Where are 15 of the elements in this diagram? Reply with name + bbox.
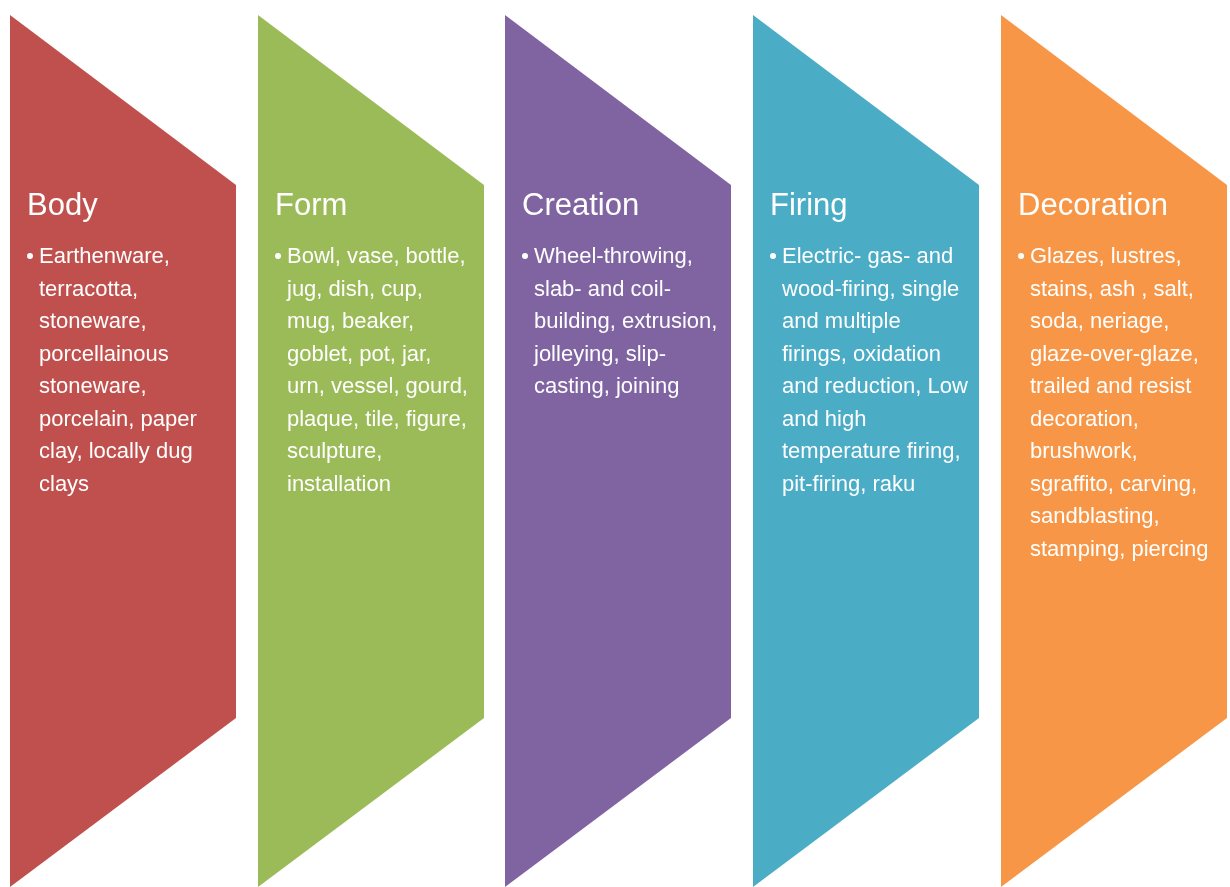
step-heading: Creation: [522, 187, 640, 223]
chevron-step: [753, 15, 979, 887]
step-heading: Firing: [770, 187, 848, 223]
step-description: Electric- gas- and wood-firing, single and multiple firings, oxidation and reduction, Low and high temperature firing, pit-firing, raku: [782, 242, 969, 498]
step-description: Earthenware, terracotta, stoneware, porcellainous stoneware, porcelain, paper clay, locally dug clays: [39, 242, 198, 498]
step-description: Glazes, lustres, stains, ash , salt, soda, neriage, glaze-over-glaze, trailed and resist decoration, brushwork, sgraffito, carving, sandblasting, stamping, piercing: [1030, 242, 1210, 563]
step-heading: Form: [275, 187, 348, 223]
chevron-step: [258, 15, 484, 887]
step-description: Bowl, vase, bottle, jug, dish, cup, mug, beaker, goblet, pot, jar, urn, vessel, gourd, plaque, tile, figure, sculpture, installation: [287, 242, 469, 498]
chevron-step: [505, 15, 731, 887]
step-heading: Body: [27, 187, 98, 223]
step-description: Wheel-throwing, slab- and coil-building, extrusion, jolleying, slip-casting, joining: [534, 242, 719, 400]
chevron-step: [1001, 15, 1227, 887]
step-heading: Decoration: [1018, 187, 1168, 223]
chevron-step: [10, 15, 236, 887]
